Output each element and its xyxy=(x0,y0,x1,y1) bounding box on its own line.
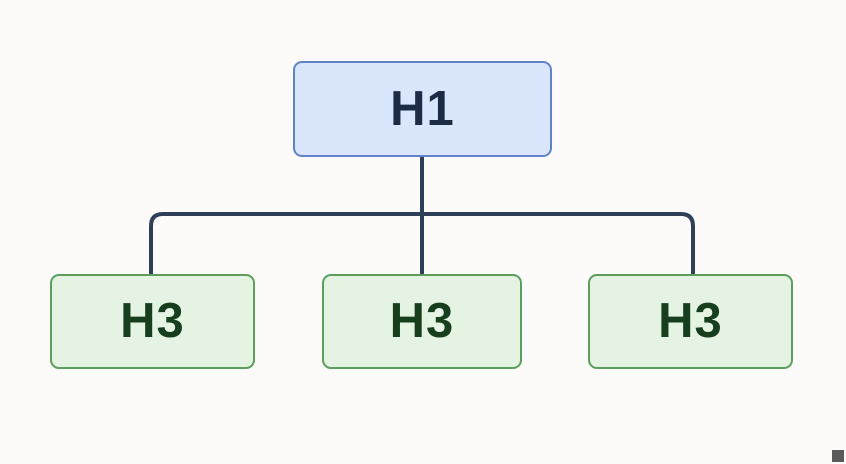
child-node-right: H3 xyxy=(588,274,793,369)
child-node-left: H3 xyxy=(50,274,255,369)
root-node-label: H1 xyxy=(390,81,455,136)
child-node-label: H3 xyxy=(389,294,455,348)
child-node-center: H3 xyxy=(322,274,522,369)
child-node-label: H3 xyxy=(120,294,185,348)
child-node-label: H3 xyxy=(658,294,723,348)
root-node: H1 xyxy=(293,61,552,157)
corner-marker xyxy=(832,450,844,462)
